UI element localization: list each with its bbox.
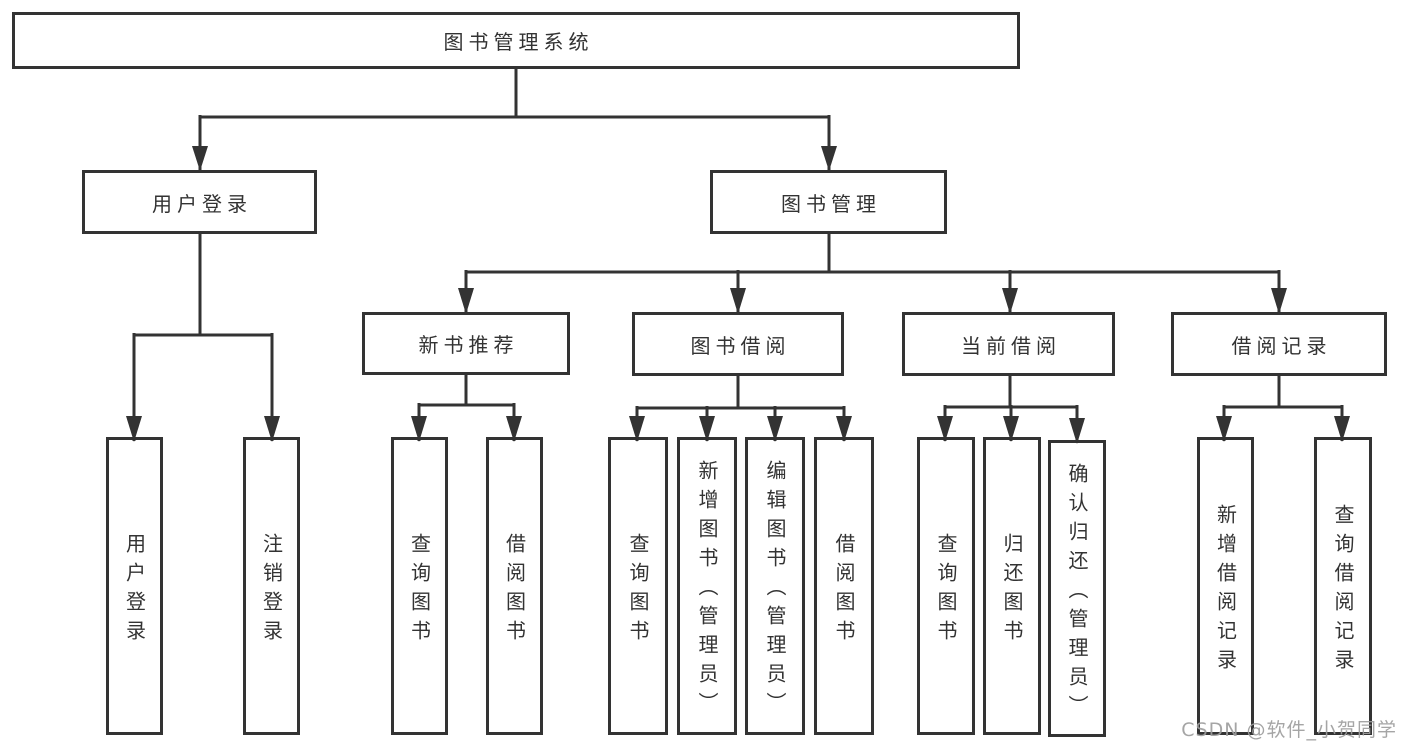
node-current-borrowing: 当前借阅	[902, 312, 1115, 376]
leaf-query-books-recommend: 查询图书	[391, 437, 448, 735]
leaf-confirm-return-admin: 确认归还（管理员）	[1048, 440, 1106, 737]
leaf-add-books-admin: 新增图书（管理员）	[677, 437, 737, 735]
node-book-management: 图书管理	[710, 170, 947, 234]
leaf-add-borrow-record: 新增借阅记录	[1197, 437, 1254, 735]
leaf-borrow-books: 借阅图书	[814, 437, 874, 735]
node-book-borrowing: 图书借阅	[632, 312, 844, 376]
node-borrowing-records: 借阅记录	[1171, 312, 1387, 376]
node-user-login: 用户登录	[82, 170, 317, 234]
leaf-user-login: 用户登录	[106, 437, 163, 735]
leaf-borrow-books-recommend: 借阅图书	[486, 437, 543, 735]
leaf-logout: 注销登录	[243, 437, 300, 735]
leaf-query-books-borrow: 查询图书	[608, 437, 668, 735]
leaf-edit-books-admin: 编辑图书（管理员）	[745, 437, 805, 735]
csdn-watermark: CSDN @软件_小贺同学	[1181, 719, 1397, 741]
leaf-return-books: 归还图书	[983, 437, 1041, 735]
leaf-query-borrow-record: 查询借阅记录	[1314, 437, 1372, 735]
node-new-book-recommendation: 新书推荐	[362, 312, 570, 375]
node-root-system: 图书管理系统	[12, 12, 1020, 69]
leaf-query-books-current: 查询图书	[917, 437, 975, 735]
